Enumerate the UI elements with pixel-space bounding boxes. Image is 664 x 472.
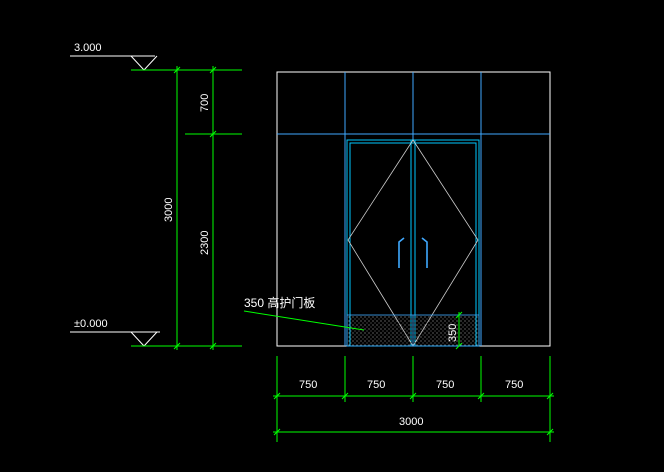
elevation-bottom-label: ±0.000 [74, 318, 108, 330]
horizontal-dimensions [273, 356, 554, 442]
dim-segment-3: 750 [436, 379, 454, 391]
dim-lower-height: 2300 [199, 231, 211, 255]
dim-segment-2: 750 [367, 379, 385, 391]
door-handle-icon [398, 237, 428, 268]
vertical-dimensions [173, 66, 242, 350]
elevation-top-label: 3.000 [74, 42, 102, 54]
kick-plate-dimension [455, 311, 463, 350]
dim-segment-1: 750 [299, 379, 317, 391]
dim-kick-plate: 350 [447, 324, 459, 342]
dim-upper-height: 700 [199, 94, 211, 112]
elevation-marker-bottom [70, 331, 242, 347]
kick-plate [346, 314, 480, 347]
elevation-marker-top [70, 55, 242, 71]
dim-total-height: 3000 [163, 198, 175, 222]
annotation-leader [243, 310, 365, 331]
glazing-grid [277, 72, 550, 346]
dim-segment-4: 750 [505, 379, 523, 391]
dim-total-width: 3000 [399, 416, 423, 428]
kick-plate-note: 350 高护门板 [244, 295, 315, 310]
